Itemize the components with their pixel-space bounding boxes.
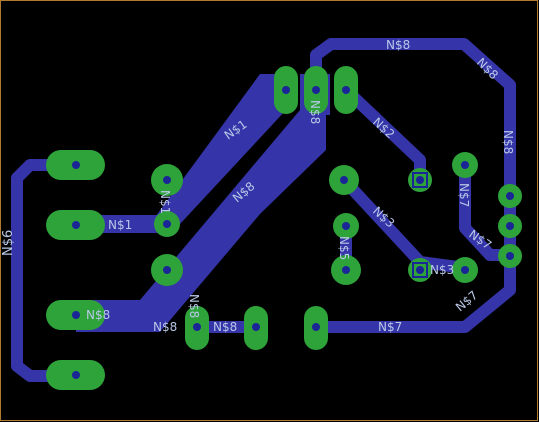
label-n1-vertical: N$1 [158,190,172,214]
label-n7-bottom: N$7 [378,320,402,334]
drill-holes [72,86,514,379]
label-n7-vertical: N$7 [457,183,471,207]
label-n8-left: N$8 [86,308,110,322]
label-n8-bottom-b: N$8 [213,320,237,334]
square-pad-marker-2 [412,262,428,278]
label-n8-top: N$8 [386,38,410,52]
trace-n3 [338,174,471,274]
label-n5: N$5 [337,236,351,260]
trace-n6 [11,159,82,382]
trace-n1-band [150,74,286,224]
square-pad-marker [412,172,428,188]
label-n3-right: N$3 [430,263,454,277]
label-n1-left: N$1 [108,218,132,232]
label-n8-bottom-vertical: N$8 [187,294,201,318]
label-n8-right-vertical: N$8 [501,130,515,154]
trace-n8-band [76,110,326,332]
label-n8-bottom-a: N$8 [153,320,177,334]
label-n6: N$6 [1,230,16,256]
label-n8-top-vertical: N$8 [308,100,322,124]
trace-n8-top [310,38,516,261]
